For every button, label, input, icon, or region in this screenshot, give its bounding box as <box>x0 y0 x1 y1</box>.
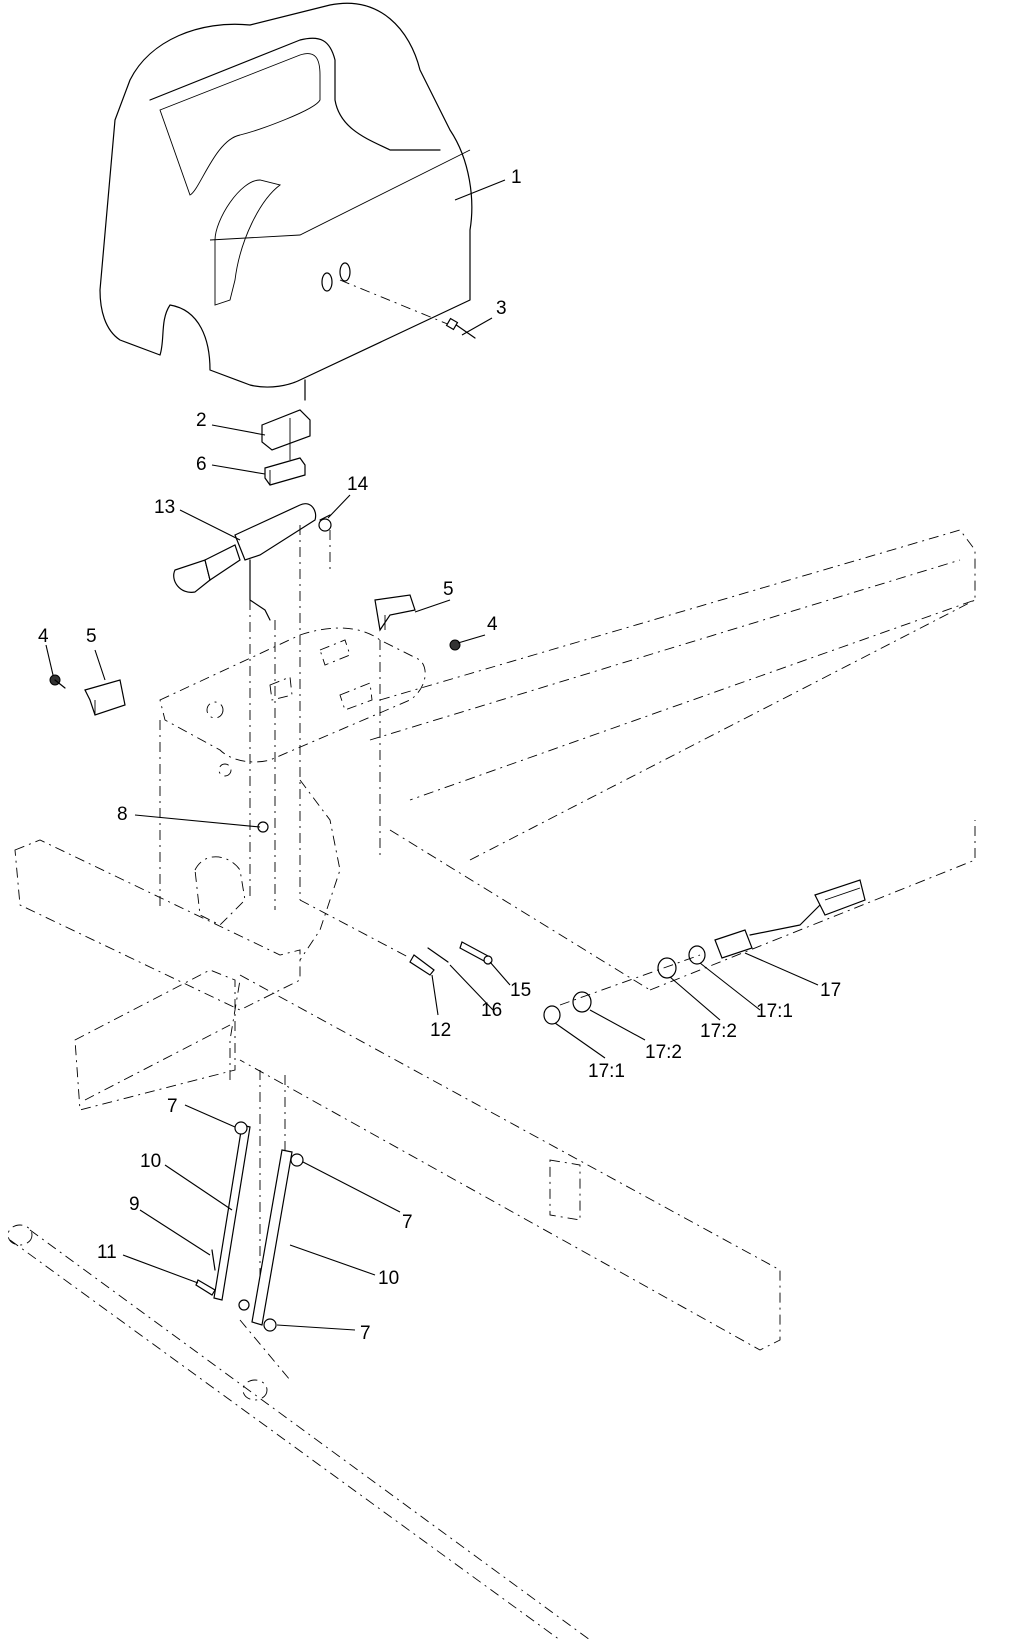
washer-7-top-left <box>234 1121 248 1135</box>
callout-4-right: 4 <box>487 614 498 635</box>
callout-10-right: 10 <box>378 1268 399 1289</box>
nut-17-1-upper <box>688 945 706 965</box>
callout-9: 9 <box>129 1194 140 1215</box>
link-10-left <box>213 1124 251 1301</box>
cotter-9 <box>211 1249 216 1271</box>
cotter-16 <box>427 947 449 963</box>
frame-center <box>14 640 781 1351</box>
spacer-14 <box>318 514 332 570</box>
callout-4-left: 4 <box>38 626 49 647</box>
callout-1: 1 <box>511 167 522 188</box>
frame-rail-right <box>369 529 976 991</box>
callout-6: 6 <box>196 454 207 475</box>
bracket-2 <box>261 409 311 460</box>
pin-15 <box>459 941 493 965</box>
callout-17-2-lower: 17:2 <box>645 1042 682 1063</box>
magnet-6 <box>264 457 306 486</box>
lever-13 <box>173 503 317 910</box>
callout-17-2-upper: 17:2 <box>700 1021 737 1042</box>
callout-8: 8 <box>117 804 128 825</box>
callout-11: 11 <box>97 1242 117 1263</box>
bolt-4-right <box>449 639 461 651</box>
washer-17-2-lower <box>572 991 592 1013</box>
callout-labels: 1 2 3 4 4 5 5 6 7 7 7 8 9 10 10 11 12 13… <box>38 167 841 1344</box>
callout-14: 14 <box>347 474 369 495</box>
sensor-17 <box>714 879 866 959</box>
bracket-5-right <box>374 594 416 632</box>
mounting-plate <box>159 627 426 777</box>
callout-17-1-lower: 17:1 <box>588 1061 625 1082</box>
callout-5-right: 5 <box>443 579 454 600</box>
callout-2: 2 <box>196 410 207 431</box>
callout-3: 3 <box>496 298 507 319</box>
washer-7-bottom <box>263 1318 277 1332</box>
callout-15: 15 <box>510 980 531 1001</box>
bracket-5-left <box>84 679 126 716</box>
callout-17-1-upper: 17:1 <box>756 1001 793 1022</box>
pivot-shaft <box>7 1070 591 1641</box>
callout-7-bottom: 7 <box>360 1323 371 1344</box>
callout-13: 13 <box>154 497 175 518</box>
callout-7-top-left: 7 <box>167 1096 178 1117</box>
washer-7-top-right <box>290 1153 304 1167</box>
pin-12 <box>299 899 435 976</box>
washer-17-2-upper <box>657 957 677 979</box>
callout-12: 12 <box>430 1020 451 1041</box>
leader-lines <box>45 179 819 1331</box>
pin-11 <box>195 1279 216 1296</box>
callout-5-left: 5 <box>86 626 97 647</box>
console-cover <box>99 2 473 401</box>
callout-16: 16 <box>481 1000 502 1021</box>
link-10-right <box>251 1149 293 1326</box>
screw-3 <box>445 317 476 339</box>
frame-crossmember <box>74 969 581 1221</box>
bolt-4-left <box>49 674 66 689</box>
callout-10-left: 10 <box>140 1151 161 1172</box>
callout-17: 17 <box>820 980 841 1001</box>
nut-17-1-lower <box>543 1005 561 1025</box>
callout-7-right: 7 <box>402 1212 413 1233</box>
